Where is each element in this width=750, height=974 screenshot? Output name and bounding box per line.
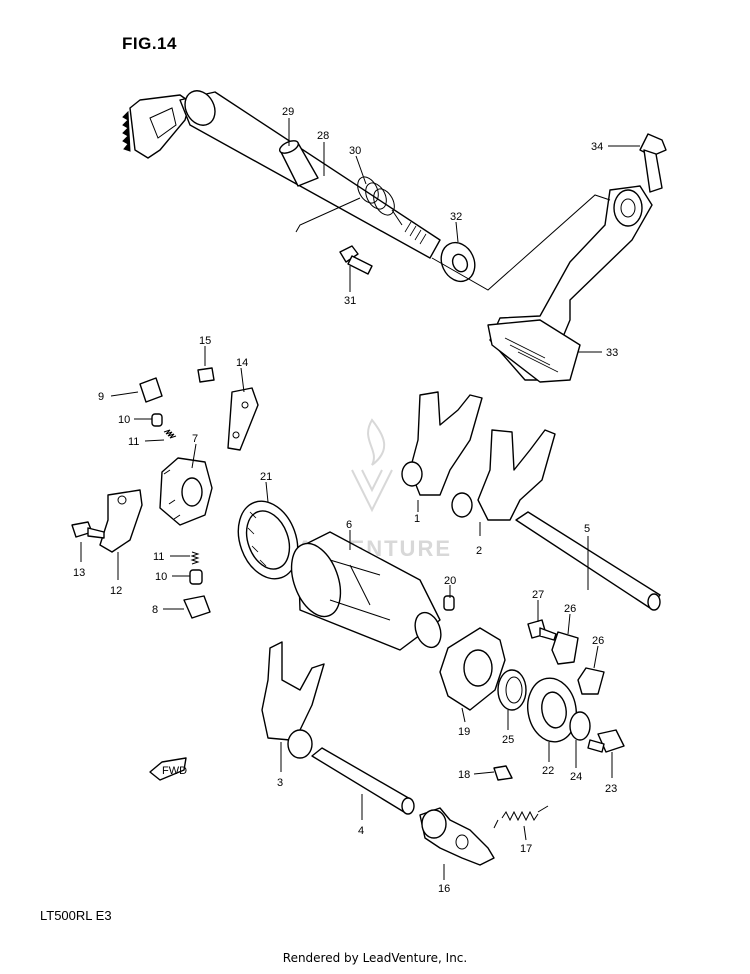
callout-24: 24 <box>570 771 582 783</box>
callout-12: 12 <box>110 585 122 597</box>
callout-18: 18 <box>458 769 470 781</box>
callout-11: 11 <box>128 436 139 448</box>
callout-26b: 26 <box>592 635 604 647</box>
callout-labels: 29 28 30 34 32 31 33 15 14 9 10 11 7 21 … <box>73 106 618 895</box>
callout-4: 4 <box>358 825 364 837</box>
callout-21: 21 <box>260 471 272 483</box>
callout-31: 31 <box>344 295 356 307</box>
callout-6: 6 <box>346 519 352 531</box>
callout-15: 15 <box>199 335 211 347</box>
fwd-arrow-icon: FWD <box>149 757 187 781</box>
figure-title: FIG.14 <box>122 34 177 53</box>
callout-29: 29 <box>282 106 294 118</box>
callout-13: 13 <box>73 567 85 579</box>
gearshift-cam-stopper <box>71 367 259 619</box>
callout-10b: 10 <box>155 571 167 583</box>
model-code: LT500RL E3 <box>40 908 112 923</box>
callout-2: 2 <box>476 545 482 557</box>
render-credit: Rendered by LeadVenture, Inc. <box>282 951 468 965</box>
callout-28: 28 <box>317 130 329 142</box>
callout-20: 20 <box>444 575 456 587</box>
callout-16: 16 <box>438 883 450 895</box>
callout-19: 19 <box>458 726 470 738</box>
callout-7: 7 <box>192 433 198 445</box>
callout-1: 1 <box>414 513 420 525</box>
callout-10: 10 <box>118 414 130 426</box>
callout-25: 25 <box>502 734 514 746</box>
gearshift-shaft-assembly <box>122 90 667 383</box>
svg-text:FWD: FWD <box>162 765 187 777</box>
callout-5: 5 <box>584 523 590 535</box>
shift-fork-assembly <box>401 391 661 611</box>
callout-8: 8 <box>152 604 158 616</box>
callout-33: 33 <box>606 347 618 359</box>
leader-lines <box>80 118 640 880</box>
shift-drum-assembly <box>237 500 455 651</box>
callout-9: 9 <box>98 391 104 403</box>
callout-23: 23 <box>605 783 617 795</box>
callout-32: 32 <box>450 211 462 223</box>
callout-30: 30 <box>349 145 361 157</box>
callout-27: 27 <box>532 589 544 601</box>
callout-22: 22 <box>542 765 554 777</box>
callout-17: 17 <box>520 843 532 855</box>
callout-14: 14 <box>236 357 248 369</box>
shift-cam-plate-assembly <box>439 619 625 753</box>
lower-fork-assembly <box>261 641 549 866</box>
callout-3: 3 <box>277 777 283 789</box>
callout-34: 34 <box>591 141 603 153</box>
callout-26: 26 <box>564 603 576 615</box>
callout-11b: 11 <box>153 551 164 563</box>
